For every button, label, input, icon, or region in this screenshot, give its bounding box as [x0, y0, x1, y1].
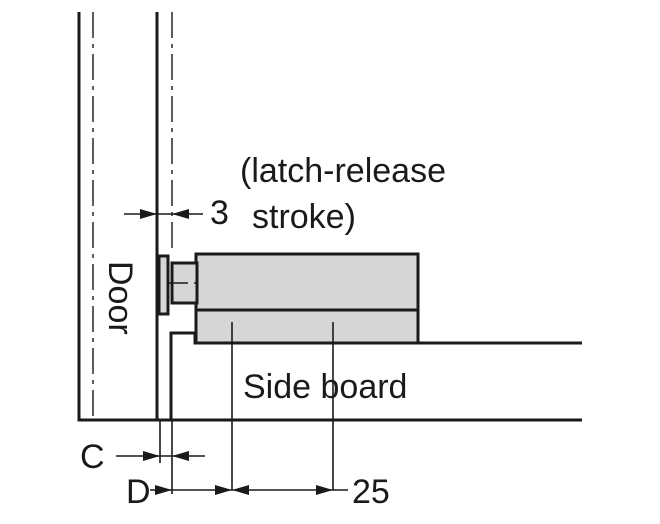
cabinet-wall [77, 12, 582, 422]
dim-25-label: 25 [352, 473, 390, 511]
strike-plate [157, 254, 170, 316]
arrow-left-icon [172, 451, 189, 461]
arrow-right-icon [140, 209, 157, 219]
dim-c-label: C [80, 438, 105, 476]
note-line-2: stroke) [252, 198, 356, 236]
arrow-left-icon [232, 485, 249, 495]
latch-lower-body [194, 308, 420, 345]
arrow-left-icon [172, 209, 189, 219]
latch-upper-body [194, 252, 420, 312]
dim-d-label: D [126, 473, 151, 511]
note-line-1: (latch-release [240, 152, 446, 190]
stroke-value: 3 [210, 194, 229, 232]
side-board-label: Side board [243, 368, 407, 406]
arrow-right-icon [143, 451, 160, 461]
arrow-right-icon [215, 485, 232, 495]
arrow-right-icon [316, 485, 333, 495]
arrow-right-icon [155, 485, 172, 495]
door-label: Door [101, 261, 139, 335]
